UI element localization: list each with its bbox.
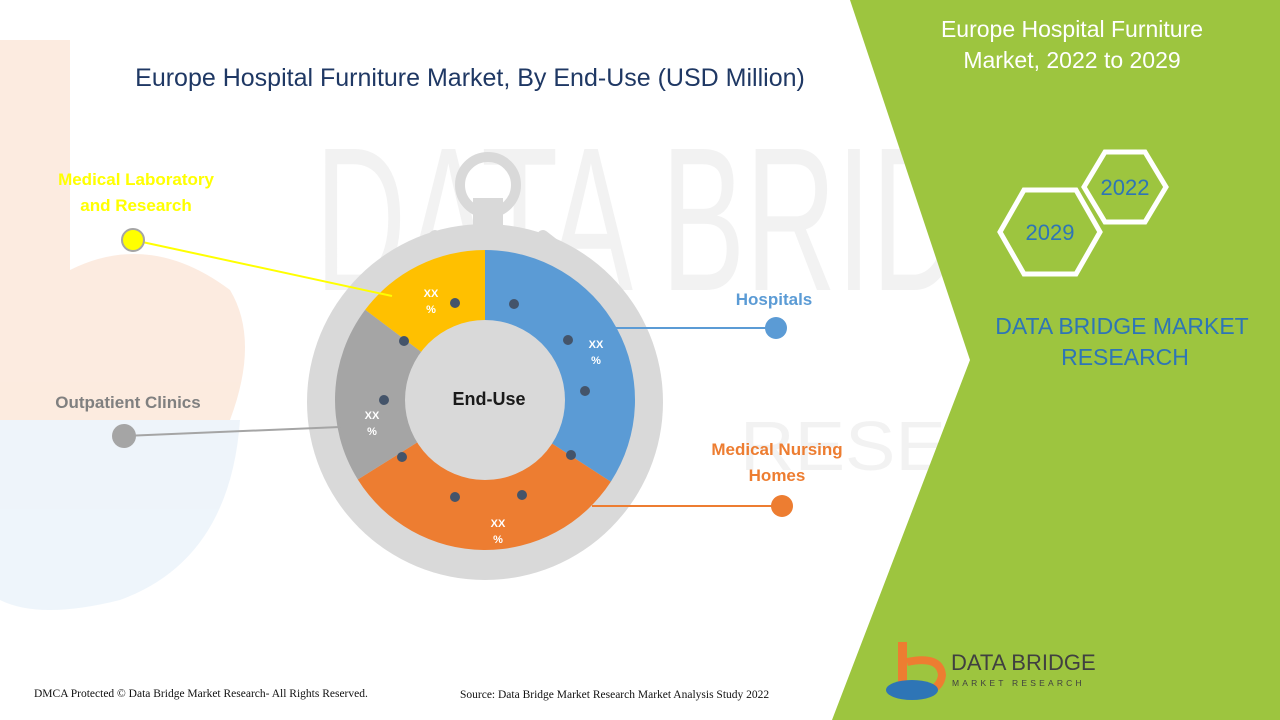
donut-center-circle (405, 320, 565, 480)
callout-hospitals: Hospitals (612, 290, 812, 339)
pct-lab-line2: % (426, 304, 436, 316)
pct-outpatient-line2: % (367, 426, 377, 438)
donut-segment-nursing (357, 441, 611, 550)
donut-segment-hospitals (485, 250, 636, 482)
callout-lab: Medical Laboratory and Research (58, 170, 393, 297)
pct-label-hospitals: XX % (589, 339, 604, 367)
callout-dot-lab (121, 228, 145, 252)
donut-segment-outpatient (334, 309, 423, 480)
label-outpatient: Outpatient Clinics (55, 393, 200, 412)
year-2029-label: 2029 (1026, 220, 1075, 245)
logo-name: DATA BRIDGE (951, 650, 1096, 675)
segment-dots (379, 298, 590, 502)
pct-label-lab: XX % (424, 288, 439, 316)
side-title-line1: Europe Hospital Furniture (941, 16, 1203, 42)
segment-dot (566, 450, 576, 460)
side-panel-bg (832, 0, 1280, 720)
donut-center-label: End-Use (452, 389, 525, 409)
brand-line1: DATA BRIDGE MARKET (995, 313, 1248, 339)
callout-dot-hospitals (765, 317, 787, 339)
pct-label-outpatient: XX % (365, 410, 380, 438)
callout-outpatient: Outpatient Clinics (55, 393, 341, 448)
label-nursing-line2: Homes (749, 466, 806, 485)
segment-dot (379, 395, 389, 405)
label-hospitals: Hospitals (736, 290, 813, 309)
chart-title: Europe Hospital Furniture Market, By End… (135, 64, 805, 92)
segment-dot (563, 335, 573, 345)
hexagon-year-2029: 2029 (997, 187, 1103, 277)
pct-lab-line1: XX (424, 288, 439, 300)
callout-line-lab (132, 239, 393, 297)
pct-hospitals-line1: XX (589, 339, 604, 351)
pct-nursing-line1: XX (491, 518, 506, 530)
pct-label-nursing: XX % (491, 518, 506, 546)
pct-outpatient-line1: XX (365, 410, 380, 422)
watermark-logo (0, 40, 245, 610)
pct-hospitals-line2: % (591, 355, 601, 367)
logo-mark-swoosh (886, 680, 938, 700)
footer-copyright: DMCA Protected © Data Bridge Market Rese… (34, 688, 368, 700)
label-lab-line2: and Research (80, 196, 192, 215)
brand-line2: RESEARCH (1061, 344, 1189, 370)
logo-tagline: MARKET RESEARCH (952, 678, 1085, 688)
donut-chart (334, 250, 636, 550)
segment-dot (580, 386, 590, 396)
hexagon-year-2022: 2022 (1081, 149, 1169, 225)
data-bridge-logo: DATA BRIDGE MARKET RESEARCH (886, 642, 1096, 700)
segment-dot (450, 298, 460, 308)
pct-nursing-line2: % (493, 534, 503, 546)
callout-line-outpatient (123, 426, 341, 437)
footer-source: Source: Data Bridge Market Research Mark… (460, 689, 769, 701)
callout-nursing: Medical Nursing Homes (592, 440, 843, 517)
segment-dot (450, 492, 460, 502)
label-lab-line1: Medical Laboratory (58, 170, 214, 189)
side-title-line2: Market, 2022 to 2029 (963, 47, 1180, 73)
callout-dot-nursing (771, 495, 793, 517)
logo-mark-stem (898, 642, 907, 687)
callout-dot-outpatient (112, 424, 136, 448)
label-nursing-line1: Medical Nursing (711, 440, 842, 459)
segment-dot (399, 336, 409, 346)
segment-dot (397, 452, 407, 462)
stopwatch-ring (455, 152, 521, 218)
year-2022-label: 2022 (1101, 175, 1150, 200)
segment-dot (517, 490, 527, 500)
segment-dot (509, 299, 519, 309)
